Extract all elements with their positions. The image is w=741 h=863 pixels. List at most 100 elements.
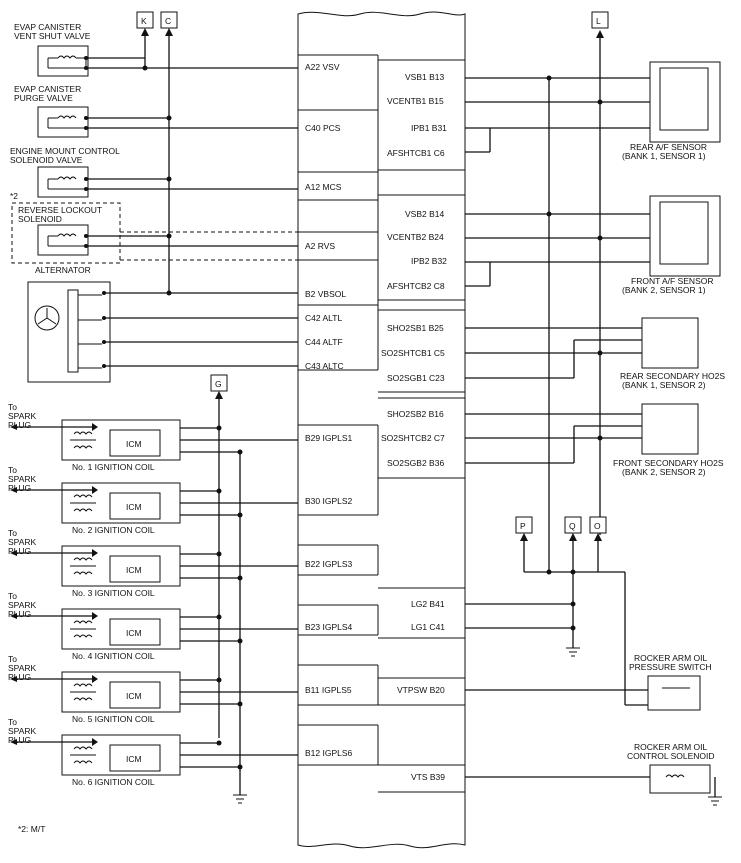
icm-label: ICM	[126, 628, 142, 638]
label-evap-purge-line1: EVAP CANISTER	[14, 84, 81, 94]
svg-text:L: L	[596, 16, 601, 26]
to-spark-plug-label: SPARK	[8, 411, 37, 421]
to-spark-plug-label: To	[8, 528, 17, 538]
pin-vsb2-b14: VSB2 B14	[405, 209, 444, 219]
reverse-lockout-solenoid	[37, 224, 89, 256]
pin-b2-vbsol: B2 VBSOL	[305, 289, 346, 299]
label-oil-solenoid-line2: CONTROL SOLENOID	[627, 751, 715, 761]
connector-q: Q	[564, 516, 582, 541]
ecm-left-pin-boxes	[298, 54, 465, 793]
rear-af-sensor	[649, 61, 721, 143]
svg-text:K: K	[141, 16, 147, 26]
to-spark-plug-label: To	[8, 654, 17, 664]
pin-so2shtcb1-c5: SO2SHTCB1 C5	[381, 348, 445, 358]
svg-text:C: C	[165, 16, 171, 26]
label-front-af-line2: (BANK 2, SENSOR 1)	[622, 285, 706, 295]
to-spark-plug-label: SPARK	[8, 537, 37, 547]
to-spark-plug-label: PLUG	[8, 672, 31, 682]
to-spark-plug-label: To	[8, 591, 17, 601]
pin-ipb1-b31: IPB1 B31	[411, 123, 447, 133]
label-evap-vent-line2: VENT SHUT VALVE	[14, 31, 91, 41]
icm-box	[109, 681, 161, 709]
label-reverse-note: *2	[10, 191, 18, 201]
label-engine-mount-line1: ENGINE MOUNT CONTROL	[10, 146, 120, 156]
footnote: *2: M/T	[18, 824, 45, 834]
icm-box	[109, 555, 161, 583]
ground-symbol	[233, 794, 247, 804]
to-spark-plug-label: PLUG	[8, 546, 31, 556]
label-rear-af-line1: REAR A/F SENSOR	[630, 142, 707, 152]
pin-vts-b39: VTS B39	[411, 772, 445, 782]
pin-c40-pcs: C40 PCS	[305, 123, 341, 133]
icm-box	[109, 429, 161, 457]
pin-so2shtcb2-c7: SO2SHTCB2 C7	[381, 433, 445, 443]
label-front-af-line1: FRONT A/F SENSOR	[631, 276, 714, 286]
icm-label: ICM	[126, 439, 142, 449]
pin-a2-rvs: A2 RVS	[305, 241, 335, 251]
oil-pressure-switch	[465, 571, 701, 711]
label-reverse-line1: REVERSE LOCKOUT	[18, 205, 102, 215]
rear-ho2s	[641, 317, 699, 369]
connector-p: P	[515, 516, 533, 541]
label-oil-solenoid-line1: ROCKER ARM OIL	[634, 742, 707, 752]
pin-b11-igpls5: B11 IGPLS5	[305, 685, 352, 695]
oil-control-solenoid	[465, 764, 722, 806]
icm-box	[109, 744, 161, 772]
pin-c44-altf: C44 ALTF	[305, 337, 343, 347]
icm-label: ICM	[126, 565, 142, 575]
label-evap-vent-line1: EVAP CANISTER	[14, 22, 81, 32]
connector-o: O	[589, 516, 607, 541]
pin-a12-mcs: A12 MCS	[305, 182, 342, 192]
connector-l: L	[591, 11, 609, 535]
ignition-coil-label: No. 6 IGNITION COIL	[72, 777, 155, 787]
pin-lg1-c41: LG1 C41	[411, 622, 445, 632]
label-rear-ho2s-line1: REAR SECONDARY HO2S	[620, 371, 725, 381]
pin-ipb2-b32: IPB2 B32	[411, 256, 447, 266]
label-front-ho2s-line2: (BANK 2, SENSOR 2)	[622, 467, 706, 477]
pin-a22-vsv: A22 VSV	[305, 62, 340, 72]
to-spark-plug-label: SPARK	[8, 474, 37, 484]
ignition-coil-label: No. 2 IGNITION COIL	[72, 525, 155, 535]
pin-so2sgb1-c23: SO2SGB1 C23	[387, 373, 445, 383]
ignition-coil-label: No. 1 IGNITION COIL	[72, 462, 155, 472]
to-spark-plug-label: SPARK	[8, 726, 37, 736]
ignition-coil-label: No. 5 IGNITION COIL	[72, 714, 155, 724]
to-spark-plug-label: To	[8, 402, 17, 412]
evap-purge-valve	[37, 106, 89, 138]
connector-c: C	[160, 11, 178, 293]
to-spark-plug-label: To	[8, 465, 17, 475]
pin-sho2sb2-b16: SHO2SB2 B16	[387, 409, 444, 419]
evap-vent-valve	[37, 45, 89, 77]
svg-text:P: P	[520, 521, 526, 531]
left-component-labels: EVAP CANISTER VENT SHUT VALVE EVAP CANIS…	[10, 22, 120, 275]
icm-box	[109, 618, 161, 646]
to-spark-plug-label: SPARK	[8, 663, 37, 673]
pin-afshtcb1-c6: AFSHTCB1 C6	[387, 148, 445, 158]
label-alternator: ALTERNATOR	[35, 265, 91, 275]
svg-text:Q: Q	[569, 521, 576, 531]
pin-b22-igpls3: B22 IGPLS3	[305, 559, 353, 569]
pin-b23-igpls4: B23 IGPLS4	[305, 622, 353, 632]
pin-c42-altl: C42 ALTL	[305, 313, 342, 323]
to-spark-plug-label: PLUG	[8, 735, 31, 745]
icm-label: ICM	[126, 754, 142, 764]
to-spark-plug-label: To	[8, 717, 17, 727]
pin-vtpsw-b20: VTPSW B20	[397, 685, 445, 695]
label-engine-mount-line2: SOLENOID VALVE	[10, 155, 83, 165]
label-oil-switch-line1: ROCKER ARM OIL	[634, 653, 707, 663]
pin-vcentb2-b24: VCENTB2 B24	[387, 232, 444, 242]
front-af-sensor	[649, 195, 721, 277]
front-ho2s	[641, 403, 699, 455]
label-rear-af-line2: (BANK 1, SENSOR 1)	[622, 151, 706, 161]
pin-so2sgb2-b36: SO2SGB2 B36	[387, 458, 444, 468]
pin-b12-igpls6: B12 IGPLS6	[305, 748, 353, 758]
to-spark-plug-label: PLUG	[8, 483, 31, 493]
ecm-left-pin-labels: A22 VSV C40 PCS A12 MCS A2 RVS B2 VBSOL …	[305, 62, 353, 758]
svg-text:O: O	[594, 521, 601, 531]
